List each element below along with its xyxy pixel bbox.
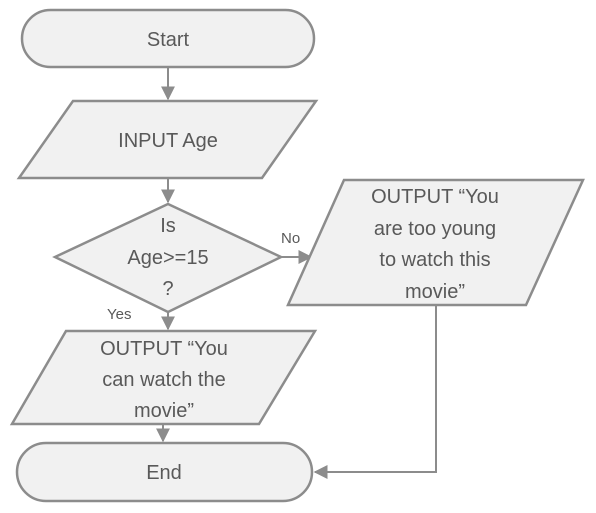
edge-label-no: No — [281, 230, 300, 247]
decision-line-3: ? — [162, 278, 173, 300]
arrow-too-young-to-end — [313, 305, 437, 479]
output-too-young-node: OUTPUT “You are too young to watch this … — [286, 178, 585, 307]
decision-line-2: Age>=15 — [127, 247, 208, 269]
output-can-watch-node: OUTPUT “You can watch the movie” — [9, 329, 318, 426]
age-decision-node: Is Age>=15 ? — [52, 202, 284, 314]
can-watch-line-2: can watch the — [102, 369, 225, 391]
edge-label-yes: Yes — [107, 306, 131, 323]
connectors — [156, 67, 437, 479]
decision-line-1: Is — [160, 215, 176, 237]
end-terminal: End — [15, 441, 314, 503]
too-young-line-3: to watch this — [379, 249, 490, 271]
start-label: Start — [147, 29, 190, 51]
too-young-line-2: are too young — [374, 218, 496, 240]
input-age-node: INPUT Age — [16, 99, 319, 180]
too-young-line-4: movie” — [405, 281, 465, 303]
too-young-line-1: OUTPUT “You — [371, 186, 499, 208]
can-watch-line-1: OUTPUT “You — [100, 338, 228, 360]
end-label: End — [146, 462, 182, 484]
can-watch-line-3: movie” — [134, 400, 194, 422]
input-age-label: INPUT Age — [118, 130, 218, 152]
start-terminal: Start — [20, 8, 316, 69]
